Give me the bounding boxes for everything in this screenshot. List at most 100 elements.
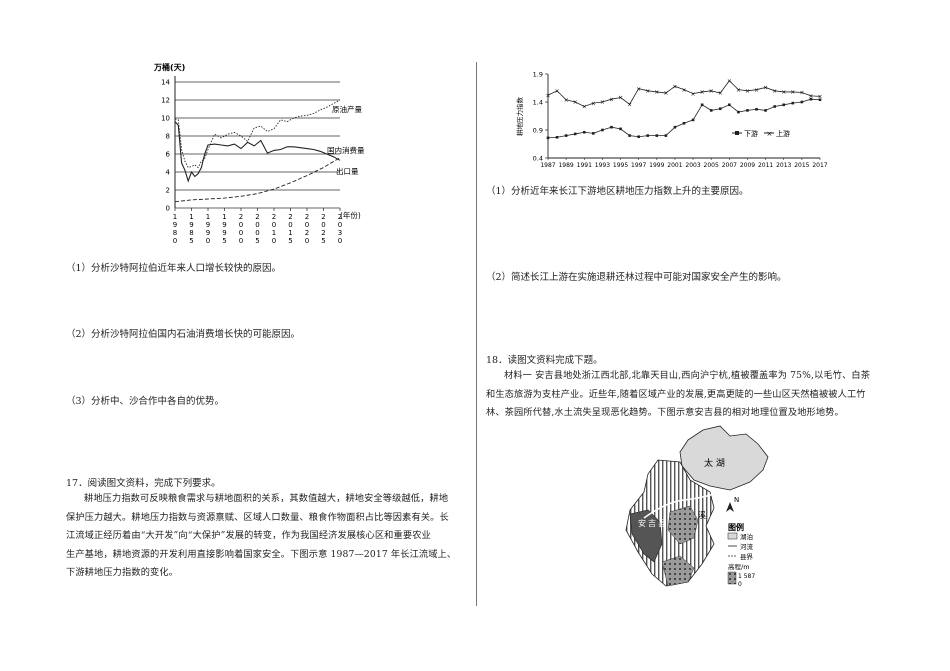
- north-label: N: [734, 496, 739, 504]
- legend-elevation: 高程/m: [728, 562, 750, 571]
- x-tick-label: 2: [255, 213, 259, 221]
- x-tick-label: 9: [173, 221, 177, 229]
- point-downstream: [782, 103, 786, 107]
- relief-light: [667, 505, 699, 545]
- x-tick-label: 5: [222, 237, 226, 245]
- x-tick-label: 9: [222, 221, 226, 229]
- point-upstream: ×: [555, 88, 560, 95]
- point-downstream: [546, 136, 550, 140]
- legend-export: 出口量: [336, 166, 359, 176]
- y-tick-label: 1.9: [533, 71, 543, 79]
- q17-title: 17．阅读图文资料，完成下列要求。: [66, 478, 221, 489]
- point-upstream: ×: [636, 86, 641, 93]
- point-upstream: ×: [545, 92, 550, 99]
- oil-chart-series: [174, 99, 341, 203]
- point-upstream: ×: [772, 88, 777, 95]
- place-glyph: 溪: [698, 510, 706, 520]
- x-tick-label: 3: [338, 229, 342, 237]
- oil-chart-grid: [174, 76, 340, 209]
- pressure-chart-series: ×××××××××××××××××××××××××××××××: [545, 78, 823, 140]
- q18-material: 材料一 安吉县地处浙江西北部,北靠天目山,西向沪宁杭,植被覆盖率为 75%,以毛…: [486, 367, 886, 423]
- right-q1: （1）分析近年来长江下游地区耕地压力指数上升的主要原因。: [486, 186, 749, 197]
- q18-line: 和生态旅游为支柱产业。近些年,随着区域产业的发展,更高更陡的一些山区天然植被被人…: [486, 388, 866, 400]
- x-tick-label: 1: [206, 213, 210, 221]
- point-upstream: ×: [627, 101, 632, 108]
- x-tick-label: 0: [255, 221, 259, 229]
- point-upstream: ×: [591, 100, 596, 107]
- point-upstream: ×: [808, 93, 813, 100]
- x-tick-label: 9: [189, 221, 193, 229]
- point-downstream: [573, 132, 577, 136]
- x-tick-label: 2: [305, 229, 309, 237]
- relief-dark: [629, 509, 663, 563]
- x-tick-label: 1: [222, 213, 226, 221]
- pressure-chart-ylabel: 耕地压力指数: [515, 97, 524, 137]
- x-tick-label: 2: [338, 213, 342, 221]
- point-upstream: ×: [754, 87, 759, 94]
- point-upstream: ×: [672, 84, 677, 91]
- oil-chart-xlabel: (年份): [340, 210, 361, 220]
- y-tick-label: 2: [166, 187, 170, 195]
- point-downstream: [691, 118, 695, 122]
- x-tick-label: 0: [239, 237, 243, 245]
- y-tick-label: 6: [166, 151, 171, 159]
- x-tick-label: 2: [239, 213, 243, 221]
- point-downstream: [773, 105, 776, 108]
- elev-high: 1 587: [738, 573, 755, 580]
- q17-line: 耕地压力指数可反映粮食需求与耕地面积的关系，其数值越大，耕地安全等级越低，耕地: [84, 493, 449, 504]
- x-tick-label: 8: [189, 229, 193, 237]
- point-downstream: [673, 125, 677, 129]
- q17-material: 耕地压力指数可反映粮食需求与耕地面积的关系，其数值越大，耕地安全等级越低，耕地 …: [66, 490, 468, 583]
- y-tick-label: 1.4: [533, 99, 543, 107]
- legend-river: 河流: [740, 542, 754, 551]
- series-line-1: [174, 121, 341, 183]
- q17-line: 下游耕地压力指数的变化。: [66, 567, 179, 578]
- point-downstream: [709, 109, 713, 112]
- point-upstream: ×: [745, 88, 750, 95]
- q17-line: 生产基地，耕地资源的开发利用直接影响着国家安全。下图示意 1987—2017 年…: [66, 548, 457, 560]
- point-downstream: [737, 110, 740, 114]
- point-upstream: ×: [663, 90, 668, 97]
- relief-south: [661, 555, 695, 587]
- x-tick-label: 0: [239, 221, 243, 229]
- point-upstream: ×: [736, 87, 741, 94]
- point-downstream: [809, 97, 813, 101]
- point-downstream: [682, 121, 686, 125]
- point-upstream: ×: [799, 90, 804, 97]
- point-upstream: ×: [691, 91, 696, 98]
- x-tick-label: 0: [288, 221, 292, 229]
- series-line-0: [174, 99, 341, 169]
- point-upstream: ×: [564, 97, 569, 104]
- legend-upstream: 上游: [776, 129, 790, 138]
- point-downstream: [610, 125, 613, 129]
- x-tick-label: 2009: [740, 162, 755, 169]
- legend-boundary: 县界: [740, 553, 754, 561]
- lake-label: 太 湖: [704, 457, 725, 469]
- point-downstream: [655, 134, 659, 137]
- x-tick-label: 9: [206, 229, 210, 237]
- series-line-2: [174, 157, 341, 203]
- point-upstream: ×: [618, 95, 623, 102]
- y-tick-label: 0: [166, 205, 170, 213]
- point-downstream: [637, 135, 640, 139]
- point-upstream: ×: [718, 90, 723, 97]
- x-tick-label: 1: [272, 229, 276, 237]
- x-tick-label: 2007: [722, 162, 737, 169]
- point-downstream: [646, 134, 650, 137]
- x-tick-label: 1995: [613, 162, 628, 169]
- point-upstream: ×: [609, 96, 614, 103]
- pressure-chart-legend: 下游 × 上游: [732, 129, 790, 138]
- x-tick-label: 0: [338, 221, 342, 229]
- place-glyph: 县: [658, 519, 666, 528]
- point-downstream: [601, 128, 604, 132]
- legend-downstream: 下游: [744, 129, 758, 138]
- x-tick-label: 9: [206, 221, 210, 229]
- point-downstream: [564, 134, 568, 137]
- x-tick-label: 2005: [704, 162, 719, 169]
- x-tick-label: 2013: [776, 162, 791, 169]
- point-downstream: [800, 100, 804, 104]
- point-downstream: [746, 109, 749, 112]
- elevation-ramp: [727, 571, 737, 585]
- x-tick-label: 1987: [540, 162, 555, 169]
- x-tick-label: 0: [338, 237, 342, 245]
